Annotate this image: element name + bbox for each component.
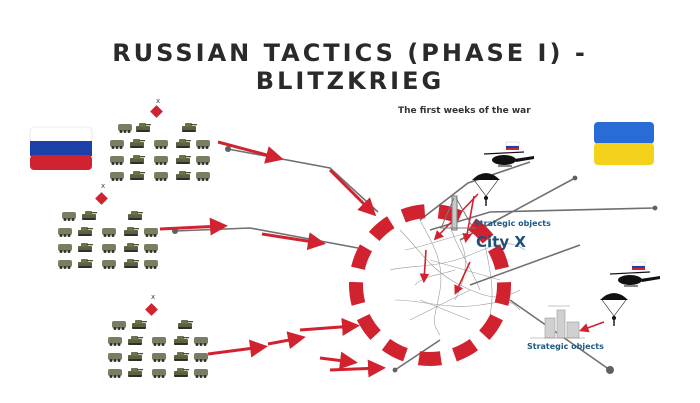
attack-arrows [159,140,386,378]
unit-marker-2: x [101,182,105,190]
ukraine-flag-icon [594,122,654,165]
strategic-objects-label-top: Strategic objects [474,219,551,228]
russia-flag-icon [29,126,93,170]
unit-marker-3: x [151,293,155,301]
unit-group-3: x [108,293,208,378]
city-label: City X [476,233,526,251]
bridge-icon [440,195,476,231]
title-line-2: BLITZKRIEG [255,67,445,95]
tank-group-icon [58,211,158,269]
helicopter-icon [609,261,660,287]
tank-group-icon [108,320,208,378]
paratrooper-icon [472,173,500,206]
helicopter-icon [483,141,534,167]
unit-symbol-3 [145,303,158,316]
port-icon [530,305,585,339]
road-lines [174,148,656,371]
subtitle: The first weeks of the war [398,106,531,116]
road-nodes [172,146,658,374]
unit-symbol-2 [95,192,108,205]
unit-marker-1: x [156,97,160,105]
unit-symbol-1 [150,105,163,118]
unit-group-2: x [58,182,158,269]
unit-group-1: x [110,97,210,181]
title-line-1: RUSSIAN TACTICS (PHASE I) - [112,39,588,67]
tank-group-icon [110,123,210,181]
strategic-objects-label-bottom: Strategic objects [527,342,604,351]
paratrooper-icon [600,293,628,326]
encirclement-ring [349,204,511,366]
airborne-arrows [419,193,605,333]
